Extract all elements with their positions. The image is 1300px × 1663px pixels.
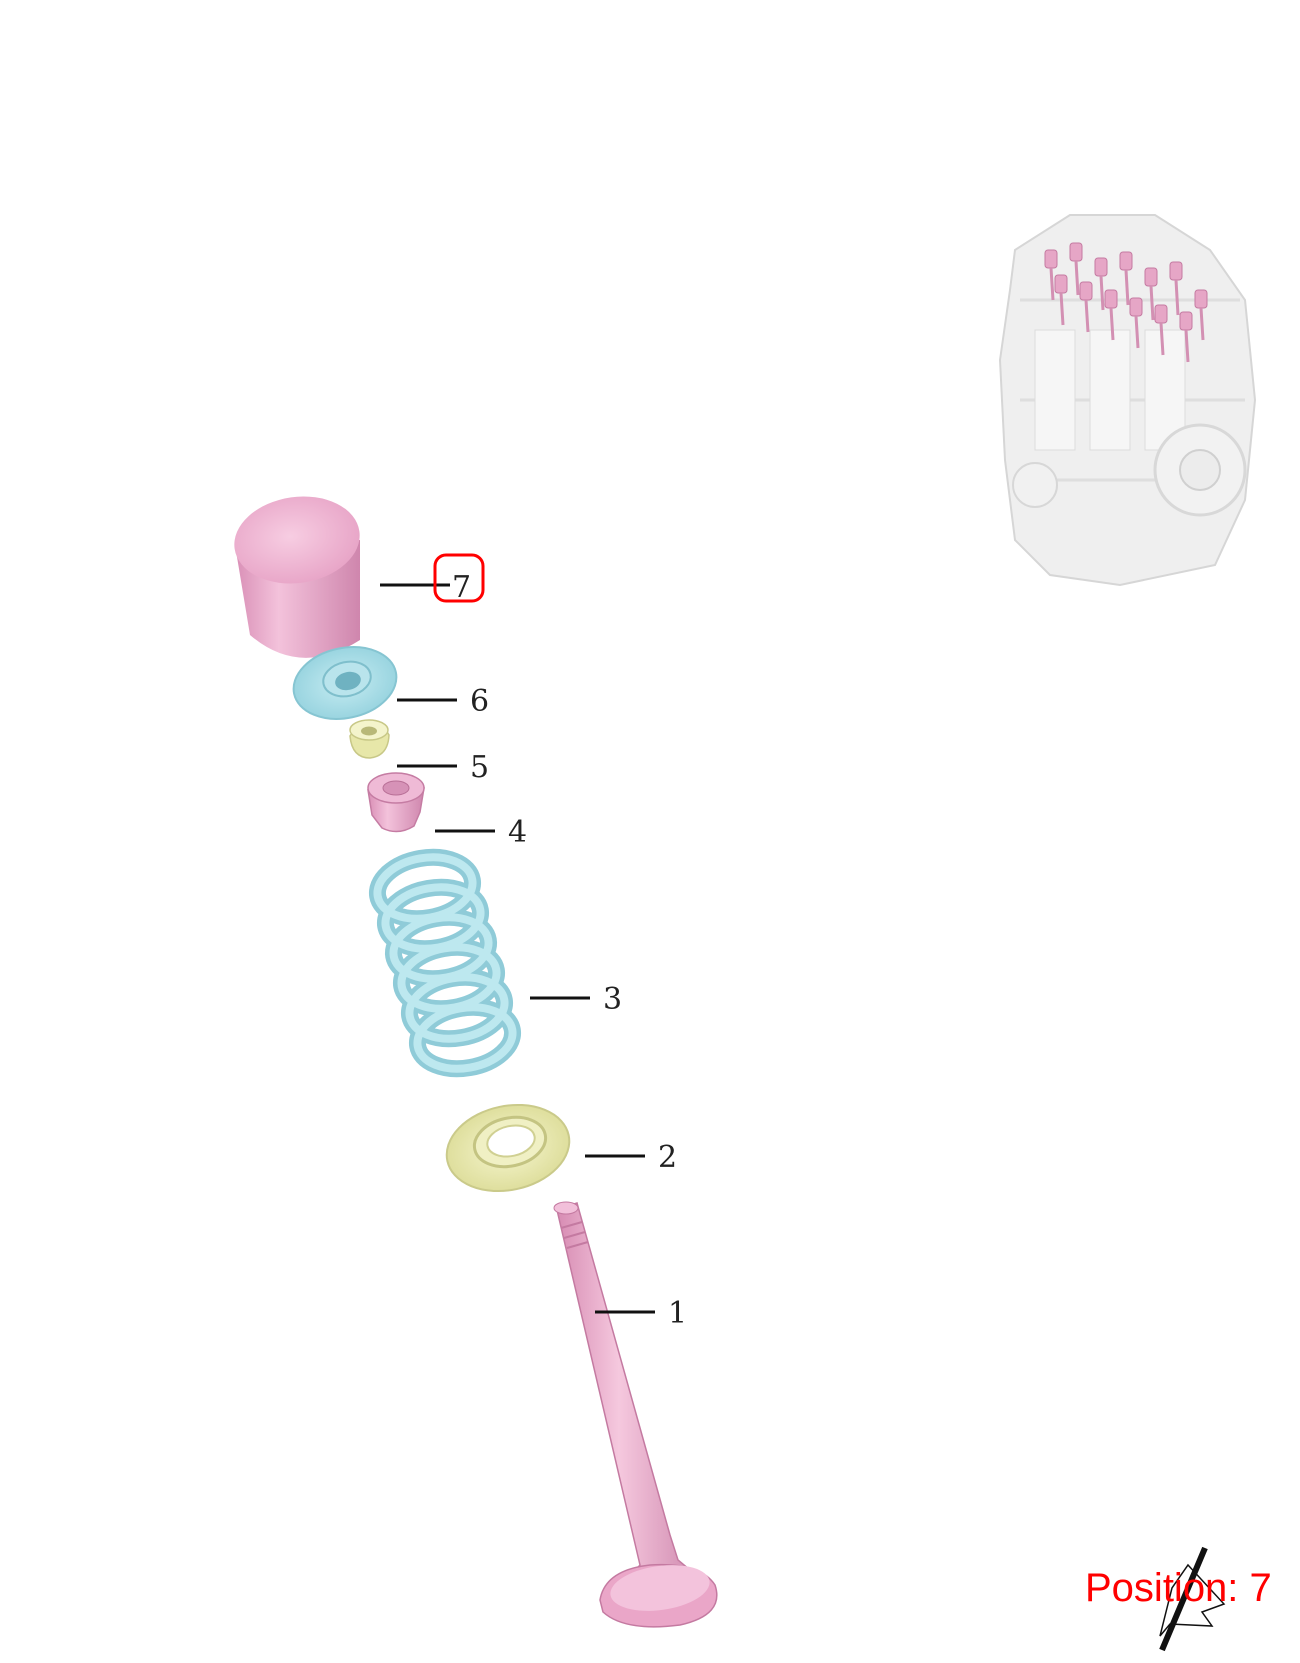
- callout-5[interactable]: 5: [470, 750, 489, 785]
- spring-retainer-part: [292, 646, 398, 720]
- position-label: Position: 7: [1085, 1566, 1272, 1610]
- tappet-part: [234, 496, 360, 658]
- callout-7[interactable]: 7: [452, 570, 471, 605]
- callout-4[interactable]: 4: [508, 815, 527, 850]
- valve-part: [553, 1201, 718, 1628]
- pencil-arrow-icon: [1159, 1546, 1226, 1652]
- callout-3[interactable]: 3: [603, 982, 622, 1017]
- leader-lines: [380, 583, 655, 1314]
- spring-seat-part: [445, 1103, 571, 1193]
- callout-2[interactable]: 2: [658, 1140, 677, 1175]
- valve-spring-part: [368, 848, 522, 1078]
- engine-thumbnail-icon: [998, 214, 1257, 587]
- callout-6[interactable]: 6: [470, 684, 489, 719]
- callout-highlight-box: [433, 553, 485, 603]
- stem-seal-part: [367, 772, 425, 833]
- valve-keeper-part: [349, 719, 390, 759]
- callout-1[interactable]: 1: [668, 1296, 687, 1331]
